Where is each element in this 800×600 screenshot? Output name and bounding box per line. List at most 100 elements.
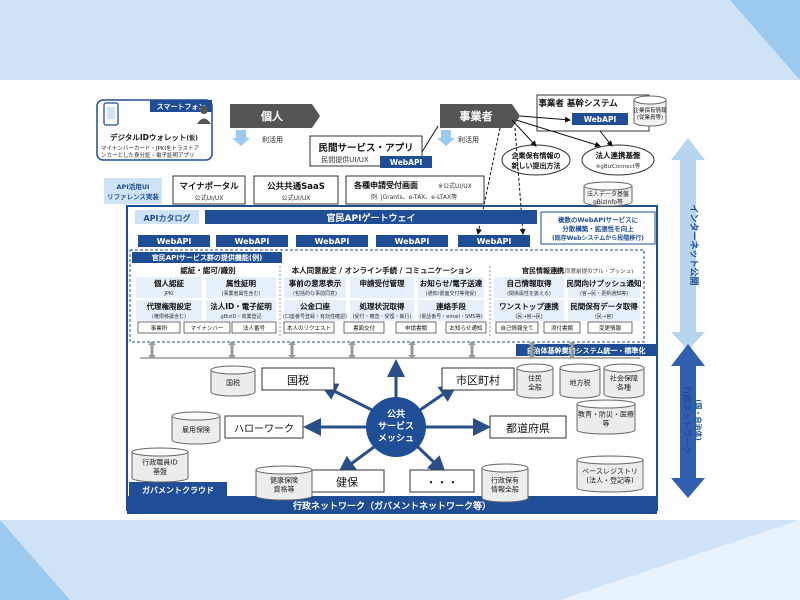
usage-arrow-stem-1 xyxy=(236,130,246,138)
small-tag-label: マイナンバー xyxy=(191,325,224,332)
private-app-title: 民間サービス・アプリ xyxy=(318,142,413,154)
api-gateway-label: 官民APIゲートウェイ xyxy=(327,212,416,224)
gov-cloud-tag xyxy=(129,482,227,496)
system-to-corp-arrow xyxy=(599,130,613,147)
group-auth-title: 認証・認可/識別 xyxy=(180,265,235,275)
ui-reference-box xyxy=(104,178,162,204)
small-tag-label: 申請書類 xyxy=(405,324,428,332)
function-card-sub: (権限移譲含む) xyxy=(152,313,186,320)
small-tag-label: 事業所 xyxy=(151,324,168,332)
function-card xyxy=(284,277,346,298)
internet-arrow xyxy=(671,138,705,350)
db-jumin-top xyxy=(516,363,554,373)
db-chihozei-label: 地方税 xyxy=(570,378,591,387)
corp-data-db-icon xyxy=(583,181,633,207)
connector-down-arrow xyxy=(288,355,296,359)
function-card xyxy=(568,277,640,298)
api-catalog-label: APIカタログ xyxy=(143,213,190,223)
wallet-desc-1: マイナンバーカード・JPKIをトラストア xyxy=(101,145,199,152)
node-prefecture xyxy=(489,415,567,439)
usage-arrow-1 xyxy=(232,138,250,146)
small-tag xyxy=(137,321,181,334)
connector-up-arrow xyxy=(408,341,416,345)
myna-portal-sub: 公式UI/UX xyxy=(195,194,224,202)
connector-down-arrow xyxy=(528,355,536,359)
connector-down-arrow xyxy=(228,355,236,359)
application-screen-box xyxy=(345,175,485,205)
ui-reference-2: リファレンス実装 xyxy=(107,192,159,201)
myna-portal-box xyxy=(172,175,246,205)
connector-down-arrow xyxy=(468,355,476,359)
db-education-label: 教育・防災・医療 xyxy=(578,410,634,419)
services-header: 官民APIサービス群の提供機能(例) xyxy=(152,253,263,262)
public-saas-title: 公共共通SaaS xyxy=(267,181,325,192)
function-card-title: お知らせ/電子送達 xyxy=(420,278,483,288)
db-education xyxy=(576,404,636,435)
function-card xyxy=(418,300,484,321)
usage-label-1: 利活用 xyxy=(262,135,283,144)
small-tag xyxy=(587,321,633,334)
business-to-gateway-arrow-2 xyxy=(514,127,526,235)
service-mesh-hub xyxy=(366,397,426,457)
db-base-registry-label: (法人・登記等) xyxy=(586,476,634,485)
smartphone-icon xyxy=(103,102,119,126)
hub-line-2: サービス xyxy=(378,420,414,432)
connector-up-arrow xyxy=(528,341,536,345)
node-dots xyxy=(409,469,475,493)
function-card-sub: JPKI xyxy=(163,291,173,297)
small-tags-group: 事業所マイナンバー法人番号本人のリクエスト書面交付申請書類お知らせ通知自己情報全… xyxy=(137,321,633,334)
db-jumin-label: 全般 xyxy=(528,383,542,392)
small-tag xyxy=(495,321,539,334)
wallet-title: デジタルIDウォレット(仮) xyxy=(110,132,198,142)
db-jumin-label: 住民 xyxy=(528,374,542,383)
small-tag xyxy=(395,321,437,334)
function-card-title: 民間保有データ取得 xyxy=(570,301,638,311)
db-chihozei-top xyxy=(559,363,601,373)
node-hello-work-label: ハローワーク xyxy=(234,423,294,435)
function-card-title: ワンストップ連携 xyxy=(499,301,559,311)
smartphone-tag xyxy=(150,100,212,112)
business-to-corp-arrow xyxy=(515,119,601,148)
small-tag xyxy=(543,321,581,334)
db-education-label: 等 xyxy=(603,419,610,428)
db-gyosei-label: 行政保有 xyxy=(491,476,519,485)
function-card-title: 属性証明 xyxy=(226,278,256,288)
function-card-sub: (通知/書面交付等発受) xyxy=(426,290,477,297)
business-to-callout-arrow xyxy=(511,119,537,147)
small-tag-label: 変更情報 xyxy=(599,324,622,332)
connector-down-arrow xyxy=(408,355,416,359)
callout-corp-link-2: ※gBizConnect等 xyxy=(596,162,641,170)
gov-cloud-label: ガバメントクラウド xyxy=(142,485,214,495)
function-card xyxy=(284,300,346,321)
usage-arrow-2 xyxy=(437,138,455,146)
db-gyosei-id-label: 基盤 xyxy=(153,467,167,476)
individual-actor xyxy=(230,104,320,128)
function-card xyxy=(418,277,484,298)
node-kokuzei-label: 国税 xyxy=(287,373,309,387)
webapi-4 xyxy=(376,235,448,247)
public-saas-sub: 公式UI/UX xyxy=(282,194,311,202)
business-db-label-1: 企業保有情報 xyxy=(633,106,667,114)
individual-label: 個人 xyxy=(260,109,284,123)
node-prefecture-label: 都道府県 xyxy=(506,421,550,435)
function-card-sub: (受付・審査・受理・執行) xyxy=(353,313,412,320)
bottom-decoration-triangle-right xyxy=(560,520,800,600)
admin-network-label: 行政ネットワーク xyxy=(681,385,692,454)
business-system-webapi xyxy=(572,113,628,125)
business-system-webapi-label: WebAPI xyxy=(584,115,617,124)
corp-data-label-1: 法人データ基盤 xyxy=(587,190,629,198)
db-chihozei xyxy=(559,368,601,399)
callout-new-submission-1: 企業保有情報の xyxy=(511,151,561,160)
group-data-note: (本人同意前提のプル・プッシュ) xyxy=(552,267,633,275)
db-education-top xyxy=(576,399,636,409)
mesh-spokes xyxy=(303,359,491,475)
db-kokuzei xyxy=(210,370,256,397)
spoke-kenpo xyxy=(337,445,375,474)
function-card-sub: gBizID・商業登記 xyxy=(221,313,262,320)
small-tag xyxy=(445,321,487,334)
connector-up-arrow xyxy=(288,341,296,345)
callout-new-submission xyxy=(501,144,571,176)
function-items-group: 個人認証JPKI属性証明(事業者属性含む)代理権限設定(権限移譲含む)法人ID・… xyxy=(136,277,642,321)
api-gateway-bar xyxy=(205,210,537,224)
db-kokuzei-label: 国税 xyxy=(226,378,240,387)
